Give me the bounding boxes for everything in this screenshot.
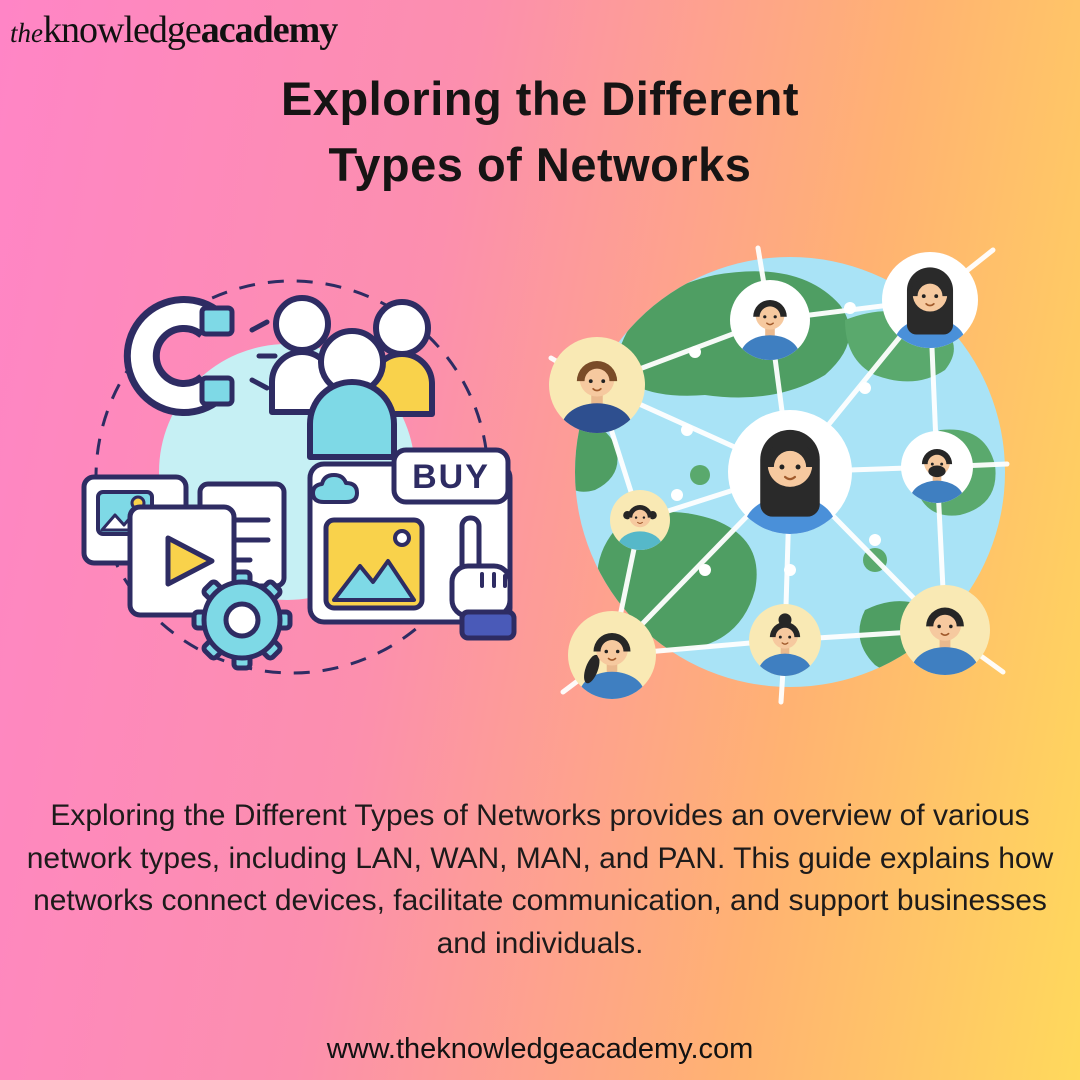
avatar-woman-bottom-center bbox=[749, 604, 821, 676]
network-nodes bbox=[671, 302, 881, 576]
magnet-icon bbox=[123, 296, 278, 416]
logo-the: the bbox=[10, 18, 43, 48]
avatar-woman-top-right bbox=[882, 252, 978, 348]
hand-cursor-icon bbox=[449, 515, 517, 641]
avatar-woman-ponytail-bottom-left bbox=[568, 611, 656, 699]
logo-academy: academy bbox=[200, 9, 339, 51]
description-text: Exploring the Different Types of Network… bbox=[26, 799, 1054, 960]
website-url: www.theknowledgeacademy.com bbox=[326, 1033, 754, 1065]
marketing-buy-illustration: BUY bbox=[81, 279, 517, 675]
avatar-man-beard-right bbox=[901, 431, 973, 503]
people-group-icon bbox=[269, 295, 435, 460]
avatar-man-left bbox=[549, 337, 645, 433]
buy-button: BUY bbox=[391, 447, 511, 505]
avatar-man-bottom-right bbox=[900, 585, 990, 675]
avatar-man-top bbox=[730, 280, 810, 360]
title-line-1: Exploring the Different bbox=[280, 72, 800, 125]
gear-icon bbox=[191, 569, 293, 671]
buy-label: BUY bbox=[412, 458, 490, 496]
logo-knowledge: knowledge bbox=[43, 9, 202, 51]
avatar-woman-center bbox=[728, 410, 852, 534]
global-network-illustration bbox=[548, 245, 1010, 705]
title-line-2: Types of Networks bbox=[328, 137, 752, 191]
brand-logo: theknowledgeacademy bbox=[10, 8, 339, 52]
page-title: Exploring the Different Types of Network… bbox=[0, 66, 1080, 198]
cloud-icon bbox=[311, 473, 359, 504]
avatar-girl-mid-left bbox=[610, 490, 670, 550]
browser-window-icon: BUY bbox=[307, 447, 517, 641]
